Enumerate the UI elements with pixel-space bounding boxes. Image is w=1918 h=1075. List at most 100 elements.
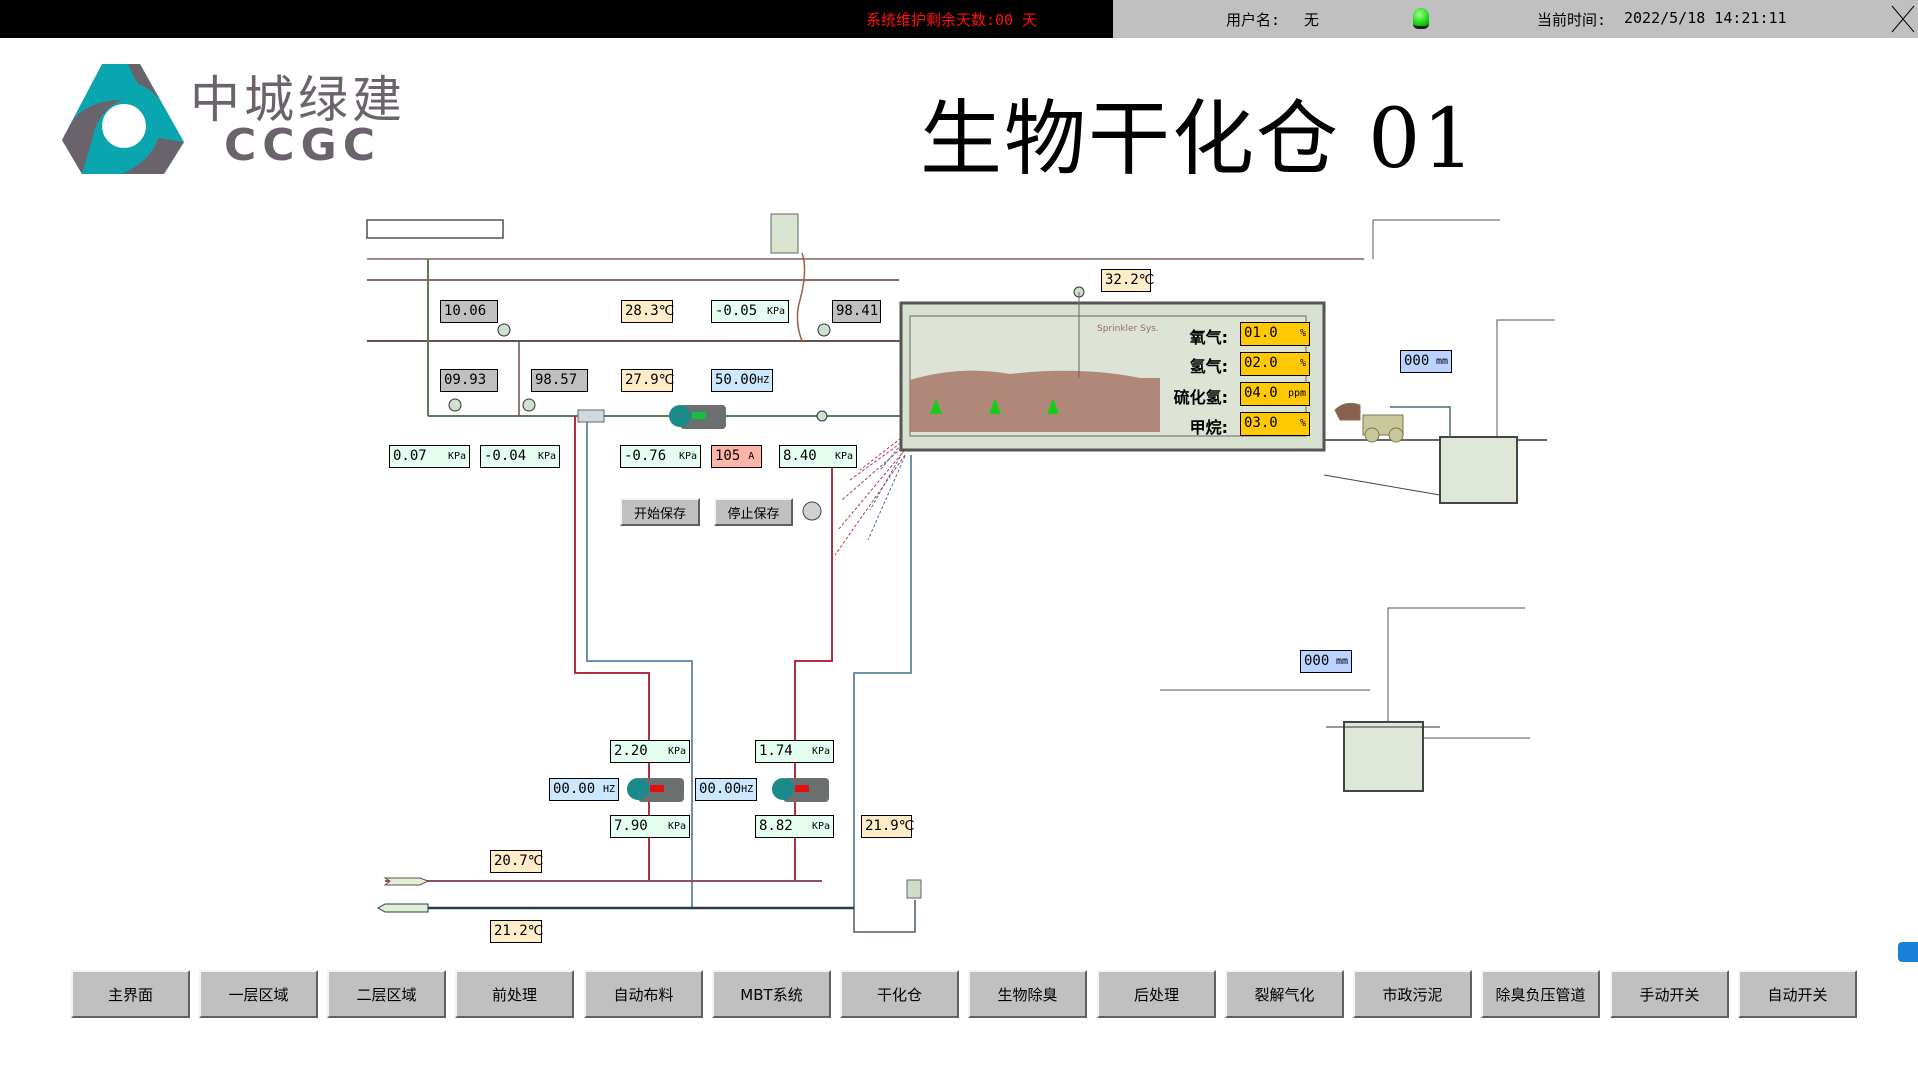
reading-unit: ℃ xyxy=(658,303,675,319)
reading-value: 50.00 xyxy=(715,372,758,388)
current-reading: 105 A xyxy=(711,445,762,468)
reading-unit: ℃ xyxy=(1138,272,1155,288)
reading-unit: HZ xyxy=(757,375,770,386)
reading-value: -0.05 xyxy=(715,303,758,319)
reading-value: 02.0 xyxy=(1244,355,1278,371)
company-logo: 中城绿建 CCGC xyxy=(62,60,422,176)
reading-value: 2.20 xyxy=(614,743,648,759)
pressure-reading: -0.04 KPa xyxy=(480,445,560,468)
nav-main[interactable]: 主界面 xyxy=(71,970,190,1018)
reading-unit: KPa xyxy=(834,451,853,462)
oxygen-reading: 01.0% xyxy=(1240,322,1310,346)
level-reading: 000 mm xyxy=(1300,650,1352,673)
reading-unit: KPa xyxy=(811,821,830,832)
nav-drying-bin[interactable]: 干化仓 xyxy=(840,970,959,1018)
nav-floor2[interactable]: 二层区域 xyxy=(327,970,446,1018)
reading-value: 7.90 xyxy=(614,818,648,834)
reading-value: 00.00 xyxy=(553,781,596,797)
pressure-reading: 8.40 KPa xyxy=(779,445,857,468)
nav-auto-feed[interactable]: 自动布料 xyxy=(584,970,703,1018)
reading-unit: HZ xyxy=(741,784,754,795)
methane-label: 甲烷: xyxy=(1189,418,1228,437)
nav-pretreatment[interactable]: 前处理 xyxy=(455,970,574,1018)
methane-reading: 03.0% xyxy=(1240,412,1310,436)
reading-value: 105 xyxy=(715,448,741,464)
nav-auto-switch[interactable]: 自动开关 xyxy=(1738,970,1857,1018)
hydrogen-reading: 02.0% xyxy=(1240,352,1310,376)
maintenance-bar: 系统维护剩余天数:00 天 xyxy=(0,0,1113,38)
reading-unit: % xyxy=(1299,358,1306,369)
reading-unit: % xyxy=(1299,328,1306,339)
temperature-reading: 21.2℃ xyxy=(490,920,544,943)
nav-mbt[interactable]: MBT系统 xyxy=(712,970,831,1018)
reading-value: 32.2 xyxy=(1105,272,1139,288)
nav-pyrolysis[interactable]: 裂解气化 xyxy=(1225,970,1344,1018)
reading-value: 21.2 xyxy=(494,923,528,939)
reading-unit: ℃ xyxy=(898,818,915,834)
h2s-label: 硫化氢: xyxy=(1173,388,1228,407)
reading-value: 000 xyxy=(1304,653,1330,669)
reading-unit: ℃ xyxy=(527,923,544,939)
nav-deodor-pipeline[interactable]: 除臭负压管道 xyxy=(1481,970,1600,1018)
h2s-reading: 04.0 ppm xyxy=(1240,382,1310,406)
hydrogen-label: 氢气: xyxy=(1189,357,1228,376)
stop-save-button[interactable]: 停止保存 xyxy=(714,498,793,526)
reading-value: 1.74 xyxy=(759,743,793,759)
maintenance-days-text: 系统维护剩余天数:00 天 xyxy=(866,11,1038,29)
close-icon[interactable] xyxy=(1890,4,1916,34)
nav-post-treatment[interactable]: 后处理 xyxy=(1097,970,1216,1018)
reading-value: 8.82 xyxy=(759,818,793,834)
reading-unit: A xyxy=(748,451,755,462)
reading-value: 21.9 xyxy=(865,818,899,834)
pump-icon xyxy=(627,405,829,802)
oxygen-label: 氧气: xyxy=(1189,328,1228,347)
user-label: 用户名: xyxy=(1226,11,1281,29)
reading-unit: ppm xyxy=(1287,388,1306,399)
reading-value: 01.0 xyxy=(1244,325,1278,341)
reading-value: 27.9 xyxy=(625,372,659,388)
reading-unit: mm xyxy=(1435,356,1448,367)
reading-value: 03.0 xyxy=(1244,415,1278,431)
reading-value: 20.7 xyxy=(494,853,528,869)
nav-floor1[interactable]: 一层区域 xyxy=(199,970,318,1018)
nav-bio-deodor[interactable]: 生物除臭 xyxy=(968,970,1087,1018)
time-value: 2022/5/18 14:21:11 xyxy=(1624,9,1787,27)
reading-value: -0.04 xyxy=(484,448,527,464)
nav-municipal-sludge[interactable]: 市政污泥 xyxy=(1353,970,1472,1018)
temperature-reading: 32.2℃ xyxy=(1101,269,1154,292)
logo-en-text: CCGC xyxy=(224,120,381,171)
reading-value: 28.3 xyxy=(625,303,659,319)
page-title: 生物干化仓 01 xyxy=(920,92,1477,187)
temperature-reading: 27.9℃ xyxy=(621,369,674,392)
reading-unit: KPa xyxy=(667,746,686,757)
reading-value: 8.40 xyxy=(783,448,817,464)
reading-box: 98.57 xyxy=(531,369,588,392)
reading-unit: KPa xyxy=(537,451,556,462)
reading-value: 10.06 xyxy=(444,303,487,319)
reading-unit: KPa xyxy=(447,451,466,462)
reading-unit: mm xyxy=(1335,656,1348,667)
logo-cn-text: 中城绿建 xyxy=(190,71,406,129)
reading-unit: ℃ xyxy=(527,853,544,869)
reading-value: 000 xyxy=(1404,353,1430,369)
reading-box: 10.06 xyxy=(440,300,498,323)
reading-value: 98.57 xyxy=(535,372,578,388)
user-value: 无 xyxy=(1304,11,1320,29)
reading-value: 04.0 xyxy=(1244,385,1278,401)
temperature-reading: 21.9℃ xyxy=(861,815,915,838)
nav-manual-switch[interactable]: 手动开关 xyxy=(1610,970,1729,1018)
start-save-button[interactable]: 开始保存 xyxy=(620,498,700,526)
sprinkler-label: Sprinkler Sys. xyxy=(1097,324,1159,334)
status-led-icon xyxy=(1413,8,1429,29)
time-label: 当前时间: xyxy=(1537,11,1607,29)
temperature-reading: 20.7℃ xyxy=(490,850,544,873)
remote-support-icon[interactable] xyxy=(1898,942,1918,962)
pressure-reading: 8.82 KPa xyxy=(755,815,834,838)
